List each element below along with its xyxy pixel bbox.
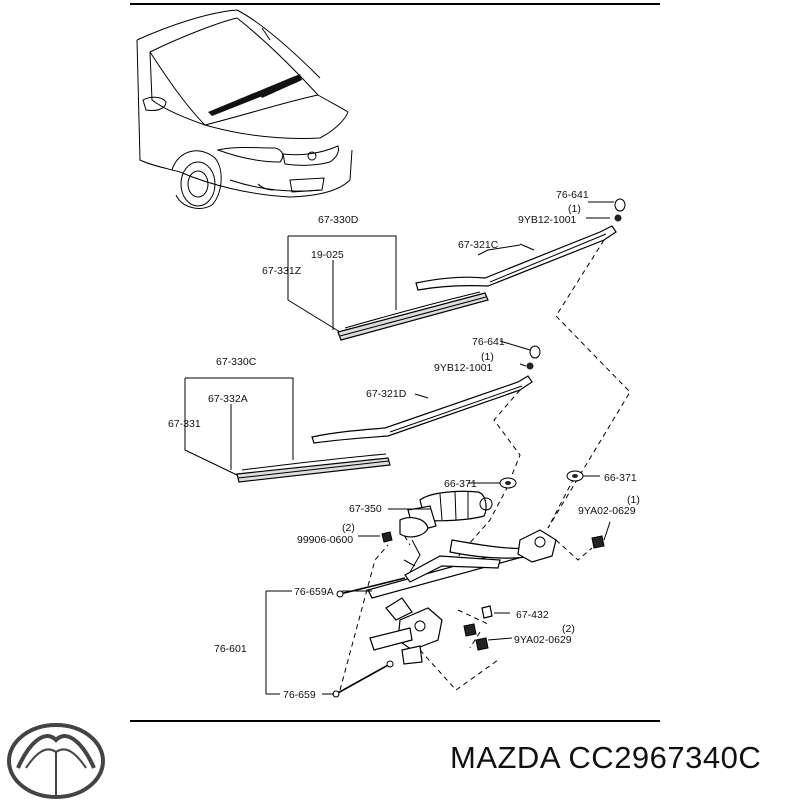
qty-upper-nut: (1) [568,203,581,215]
label-9YA02-0629-right: 9YA02-0629 [578,505,636,517]
label-99906-0600: 99906-0600 [297,534,353,546]
label-67-321C: 67-321C [458,239,499,251]
part-labels: 76-641 (1) 9YB12-1001 67-321C 67-330D 19… [168,189,640,701]
arm-67-321D [311,345,541,444]
label-66-371-left: 66-371 [444,478,477,490]
label-76-659: 76-659 [283,689,316,701]
label-67-331Z: 67-331Z [262,265,302,277]
label-66-371-right: 66-371 [604,472,637,484]
qty-9YA02-0629-lower: (2) [562,623,575,635]
label-19-025: 19-025 [311,249,344,261]
label-67-350: 67-350 [349,503,382,515]
brand-name: MAZDA [450,740,560,775]
label-67-321D: 67-321D [366,388,407,400]
part-number-caption: MAZDA CC2967340C [450,740,761,776]
label-9YB12-1001-upper: 9YB12-1001 [518,214,577,226]
label-9YA02-0629-lower: 9YA02-0629 [514,634,572,646]
mazda-logo [7,723,105,799]
car-illustration [136,9,353,209]
label-76-641-lower: 76-641 [472,336,505,348]
blade-assembly-lower [184,377,391,483]
label-76-601: 76-601 [214,643,247,655]
label-67-330D: 67-330D [318,214,359,226]
motor-67-350 [399,490,493,538]
label-67-332A: 67-332A [208,393,248,405]
leader-lines [265,201,614,695]
arm-67-321C [415,198,626,291]
qty-9YA02-0629-right: (1) [627,494,640,506]
label-67-331: 67-331 [168,418,201,430]
label-76-659A: 76-659A [294,586,334,598]
qty-99906-0600: (2) [342,522,355,534]
qty-lower-nut: (1) [481,351,494,363]
part-number: CC2967340C [568,740,762,775]
label-67-432: 67-432 [516,609,549,621]
blade-assembly-upper [287,235,489,341]
label-9YB12-1001-lower: 9YB12-1001 [434,362,493,374]
label-76-641-upper: 76-641 [556,189,589,201]
fasteners [381,470,605,651]
label-67-330C: 67-330C [216,356,257,368]
